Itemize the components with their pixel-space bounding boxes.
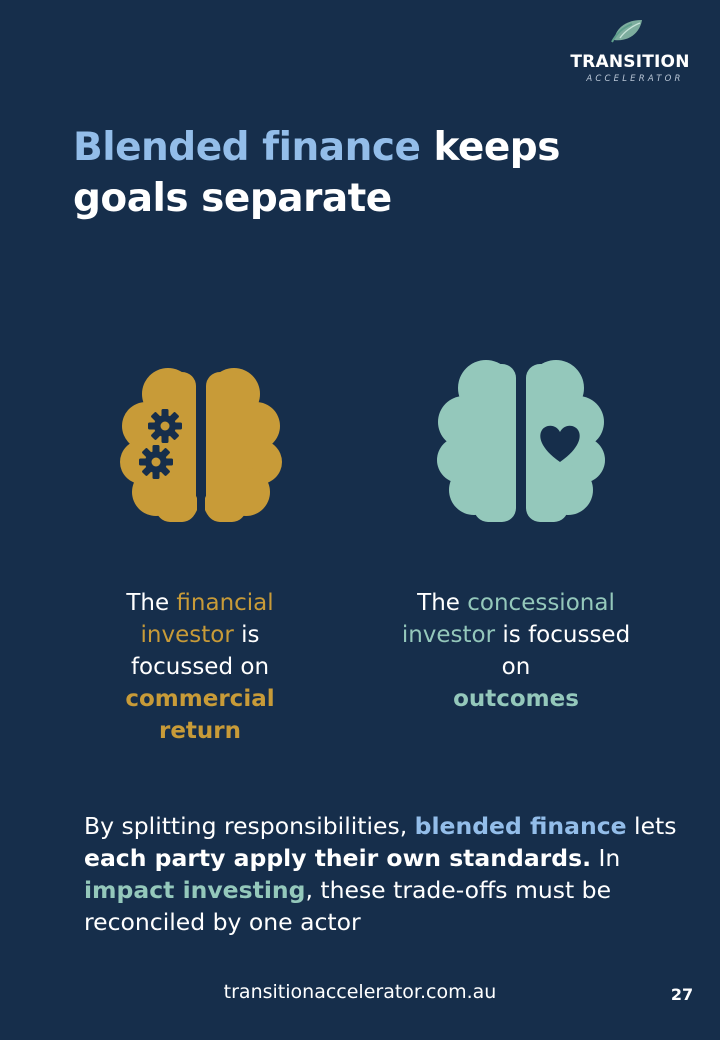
financial-emphasis: commercial return [125,686,275,744]
summary-blended-finance: blended finance [414,812,627,840]
leaf-icon [611,20,642,43]
logo-name: TRANSITION [570,52,690,72]
financial-mid: is focussed on [130,622,270,680]
concessional-highlight: concessional investor [401,590,615,648]
title-rest-line2: goals separate [73,176,392,221]
summary-part5: In [591,844,621,872]
financial-investor-caption: The financial investor is focussed on co… [90,587,310,747]
concessional-pre: The [417,590,468,616]
summary-part3: lets [626,812,677,840]
concessional-emphasis: outcomes [453,686,579,712]
summary-paragraph: By splitting responsibilities, blended f… [84,810,684,938]
brain-heart-icon [437,356,605,524]
transition-accelerator-logo: TRANSITION ACCELERATOR [560,14,700,88]
concessional-investor-caption: The concessional investor is focussed on… [386,587,646,715]
footer-url: transitionaccelerator.com.au [223,981,497,1003]
summary-part1: By splitting responsibilities, [84,812,415,840]
title-rest-line1: keeps [420,125,561,170]
page-number: 27 [670,985,694,1004]
title-highlight: Blended finance [73,125,421,170]
summary-each-party: each party apply their own standards. [84,844,592,872]
summary-impact-investing: impact investing [84,876,306,904]
financial-highlight: financial investor [140,590,274,648]
brain-gears-icon [120,364,282,524]
logo-subtitle: ACCELERATOR [586,74,684,84]
summary-part7: , these trade-offs must be reconciled by… [84,876,612,936]
page-title: Blended finance keeps goals separate [73,122,673,224]
concessional-mid: is focussed on [495,622,631,680]
financial-pre: The [126,590,177,616]
